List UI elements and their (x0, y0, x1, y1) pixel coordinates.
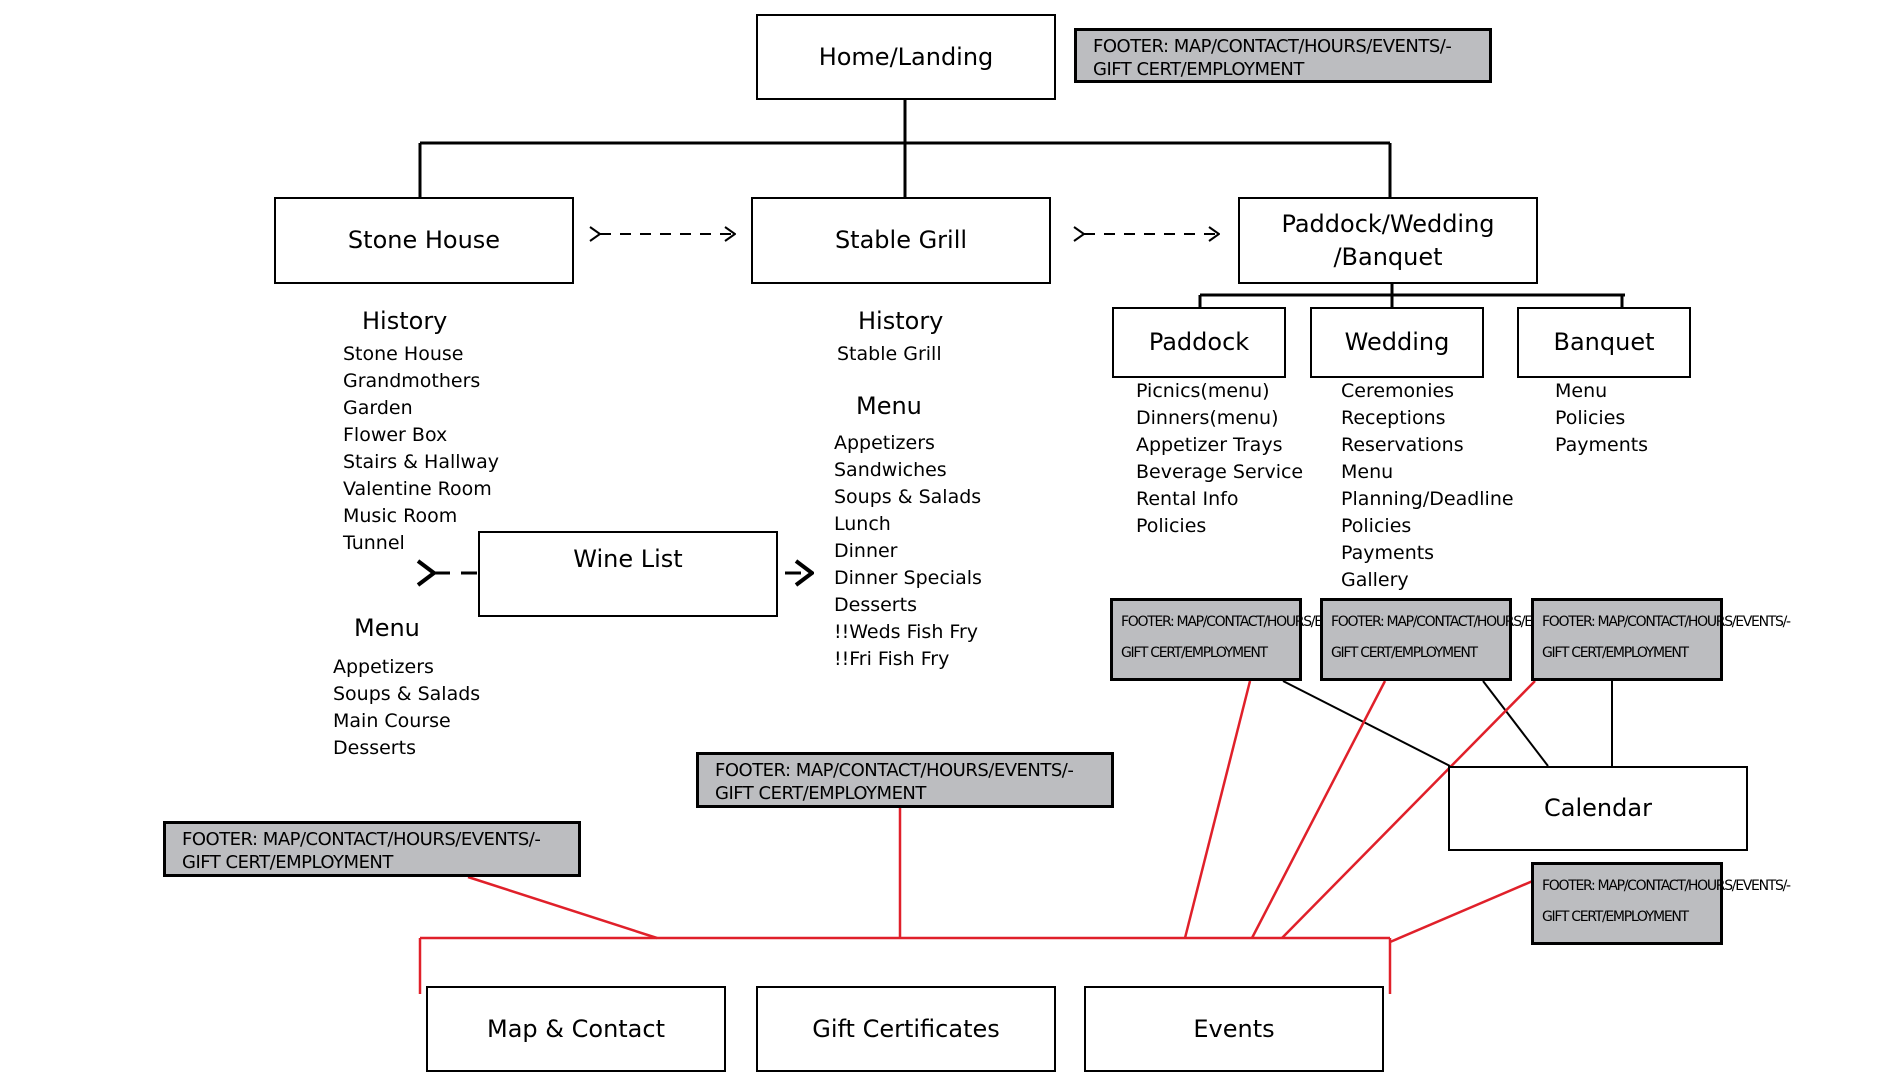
footer-note-line1: FOOTER: MAP/CONTACT/HOURS/EVENTS/- (1542, 878, 1791, 894)
list-item: Garden (343, 397, 413, 419)
stable-grill-history-heading: History (858, 307, 944, 335)
list-item: Reservations (1341, 434, 1464, 456)
footer-link-banquet (1281, 680, 1536, 939)
list-item: Soups & Salads (834, 486, 982, 508)
footer-note-wedding: FOOTER: MAP/CONTACT/HOURS/EVENTS/- GIFT … (1320, 598, 1580, 681)
list-item: Policies (1341, 515, 1412, 537)
footer-note-line2: GIFT CERT/EMPLOYMENT (715, 783, 926, 805)
list-item: Receptions (1341, 407, 1446, 429)
list-item: Dinners(menu) (1136, 407, 1279, 429)
map-contact-node: Map & Contact (426, 986, 726, 1072)
list-item: Stable Grill (837, 343, 942, 365)
list-item: Stone House (343, 343, 464, 365)
banquet-list: Menu Policies Payments (1555, 378, 1648, 459)
paddock-list: Picnics(menu) Dinners(menu) Appetizer Tr… (1136, 378, 1303, 540)
list-item: Planning/Deadline (1341, 488, 1514, 510)
list-item: Desserts (834, 594, 917, 616)
list-item: Menu (1341, 461, 1394, 483)
stone-house-node: Stone House (274, 197, 574, 284)
list-item: Lunch (834, 513, 891, 535)
list-item: Picnics(menu) (1136, 380, 1270, 402)
list-item: Ceremonies (1341, 380, 1455, 402)
list-item: Appetizers (834, 432, 935, 454)
footer-link-paddock (1183, 680, 1252, 939)
wedding-list: Ceremonies Receptions Reservations Menu … (1341, 378, 1514, 594)
footer-note-line2: GIFT CERT/EMPLOYMENT (1542, 908, 1689, 925)
gift-certificates-node: Gift Certificates (756, 986, 1056, 1072)
footer-note-line2: GIFT CERT/EMPLOYMENT (1542, 644, 1689, 661)
footer-note-line2: GIFT CERT/EMPLOYMENT (182, 852, 393, 874)
list-item: !!Fri Fish Fry (834, 648, 950, 670)
list-item: Menu (1555, 380, 1608, 402)
stable-grill-node: Stable Grill (751, 197, 1051, 284)
list-item: Policies (1136, 515, 1207, 537)
footer-note-gift: FOOTER: MAP/CONTACT/HOURS/EVENTS/- GIFT … (696, 752, 1114, 808)
list-item: Payments (1555, 434, 1649, 456)
list-item: Appetizer Trays (1136, 434, 1283, 456)
stone-house-menu-list: Appetizers Soups & Salads Main Course De… (333, 654, 480, 762)
footer-note-line1: FOOTER: MAP/CONTACT/HOURS/EVENTS/- (1093, 36, 1452, 57)
home-landing-node: Home/Landing (756, 14, 1056, 100)
paddock-wedding-banquet-node: Paddock/Wedding /Banquet (1238, 197, 1538, 284)
list-item: Beverage Service (1136, 461, 1304, 483)
footer-note-line1: FOOTER: MAP/CONTACT/HOURS/EVENTS/- (1121, 614, 1370, 630)
stable-grill-history-list: Stable Grill (837, 341, 942, 368)
calendar-node: Calendar (1448, 766, 1748, 851)
footer-note-home: FOOTER: MAP/CONTACT/HOURS/EVENTS/- GIFT … (1074, 28, 1492, 83)
stable-grill-menu-list: Appetizers Sandwiches Soups & Salads Lun… (834, 430, 982, 673)
stone-house-history-list: Stone House Grandmothers Garden Flower B… (343, 341, 499, 557)
events-node: Events (1084, 986, 1384, 1072)
list-item: Payments (1341, 542, 1435, 564)
list-item: Music Room (343, 505, 458, 527)
list-item: Main Course (333, 710, 451, 732)
stable-grill-menu-heading: Menu (856, 392, 922, 420)
footer-note-line1: FOOTER: MAP/CONTACT/HOURS/EVENTS/- (182, 829, 541, 850)
stone-house-menu-heading: Menu (354, 614, 420, 642)
list-item: Appetizers (333, 656, 434, 678)
footer-note-banquet: FOOTER: MAP/CONTACT/HOURS/EVENTS/- GIFT … (1531, 598, 1791, 681)
wine-list-label: Wine List (573, 545, 683, 573)
list-item: Desserts (333, 737, 416, 759)
paddock-node: Paddock (1112, 307, 1286, 378)
list-item: Gallery (1341, 569, 1409, 591)
wedding-node: Wedding (1310, 307, 1484, 378)
footer-note-paddock: FOOTER: MAP/CONTACT/HOURS/EVENTS/- GIFT … (1110, 598, 1370, 681)
footer-link-wedding (1250, 680, 1387, 939)
list-item: Stairs & Hallway (343, 451, 499, 473)
footer-note-line2: GIFT CERT/EMPLOYMENT (1093, 59, 1304, 81)
list-item: Dinner (834, 540, 898, 562)
wine-list-node: Wine List (478, 531, 778, 617)
footer-link-left (467, 875, 658, 940)
list-item: Rental Info (1136, 488, 1239, 510)
footer-note-line1: FOOTER: MAP/CONTACT/HOURS/EVENTS/- (1542, 614, 1791, 630)
list-item: Valentine Room (343, 478, 492, 500)
list-item: Tunnel (343, 532, 405, 554)
list-item: !!Weds Fish Fry (834, 621, 979, 643)
footer-note-line2: GIFT CERT/EMPLOYMENT (1331, 644, 1478, 661)
list-item: Flower Box (343, 424, 448, 446)
footer-note-map: FOOTER: MAP/CONTACT/HOURS/EVENTS/- GIFT … (163, 821, 581, 877)
list-item: Sandwiches (834, 459, 947, 481)
list-item: Dinner Specials (834, 567, 982, 589)
list-item: Policies (1555, 407, 1626, 429)
footer-note-line2: GIFT CERT/EMPLOYMENT (1121, 644, 1268, 661)
footer-note-line1: FOOTER: MAP/CONTACT/HOURS/EVENTS/- (1331, 614, 1580, 630)
stone-house-history-heading: History (362, 307, 448, 335)
calendar-link-paddock (1282, 680, 1451, 767)
list-item: Soups & Salads (333, 683, 481, 705)
footer-link-calendar-side (1389, 878, 1536, 944)
banquet-node: Banquet (1517, 307, 1691, 378)
calendar-link-wedding (1482, 680, 1549, 767)
footer-note-calendar: FOOTER: MAP/CONTACT/HOURS/EVENTS/- GIFT … (1531, 862, 1791, 945)
footer-note-line1: FOOTER: MAP/CONTACT/HOURS/EVENTS/- (715, 760, 1074, 781)
list-item: Grandmothers (343, 370, 481, 392)
